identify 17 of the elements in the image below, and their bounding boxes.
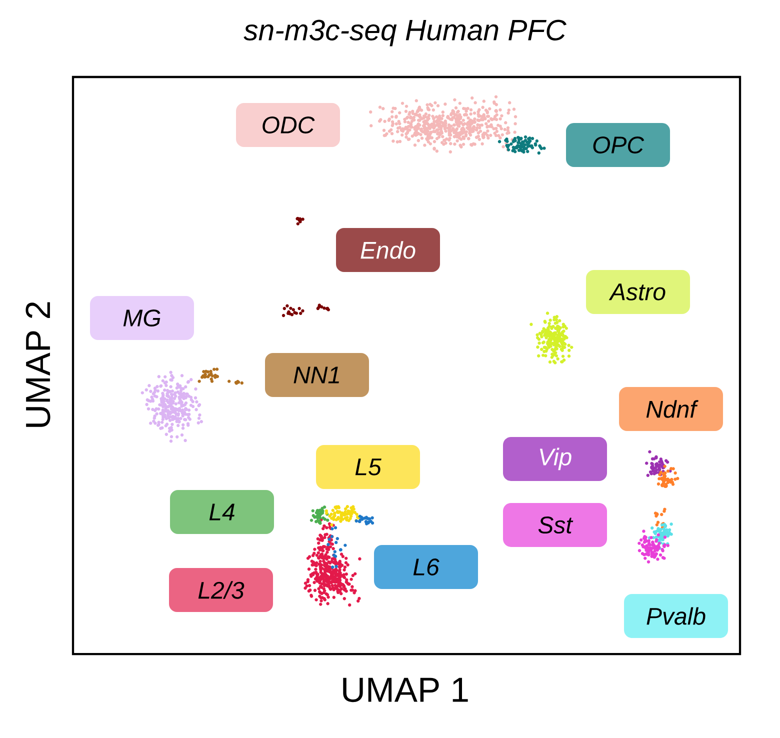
cluster-label: Pvalb — [624, 594, 728, 638]
cluster-label: L6 — [374, 545, 478, 589]
cluster-label: NN1 — [265, 353, 369, 397]
cluster-label: Sst — [503, 503, 607, 547]
axis-label: UMAP 1 — [343, 678, 468, 702]
cluster-label: Astro — [586, 270, 690, 314]
cluster-label: L2/3 — [169, 568, 273, 612]
cluster-label: OPC — [566, 123, 670, 167]
cluster-label: L4 — [170, 490, 274, 534]
axis-label: UMAP 2 — [26, 302, 50, 427]
cluster-label: ODC — [236, 103, 340, 147]
cluster-label: Endo — [336, 228, 440, 272]
cluster-label: Ndnf — [619, 387, 724, 431]
cluster-label: MG — [90, 296, 194, 340]
chart-title: sn-m3c-seq Human PFC — [244, 20, 566, 46]
cluster-label: Vip — [503, 437, 607, 481]
cluster-label: L5 — [316, 445, 420, 489]
